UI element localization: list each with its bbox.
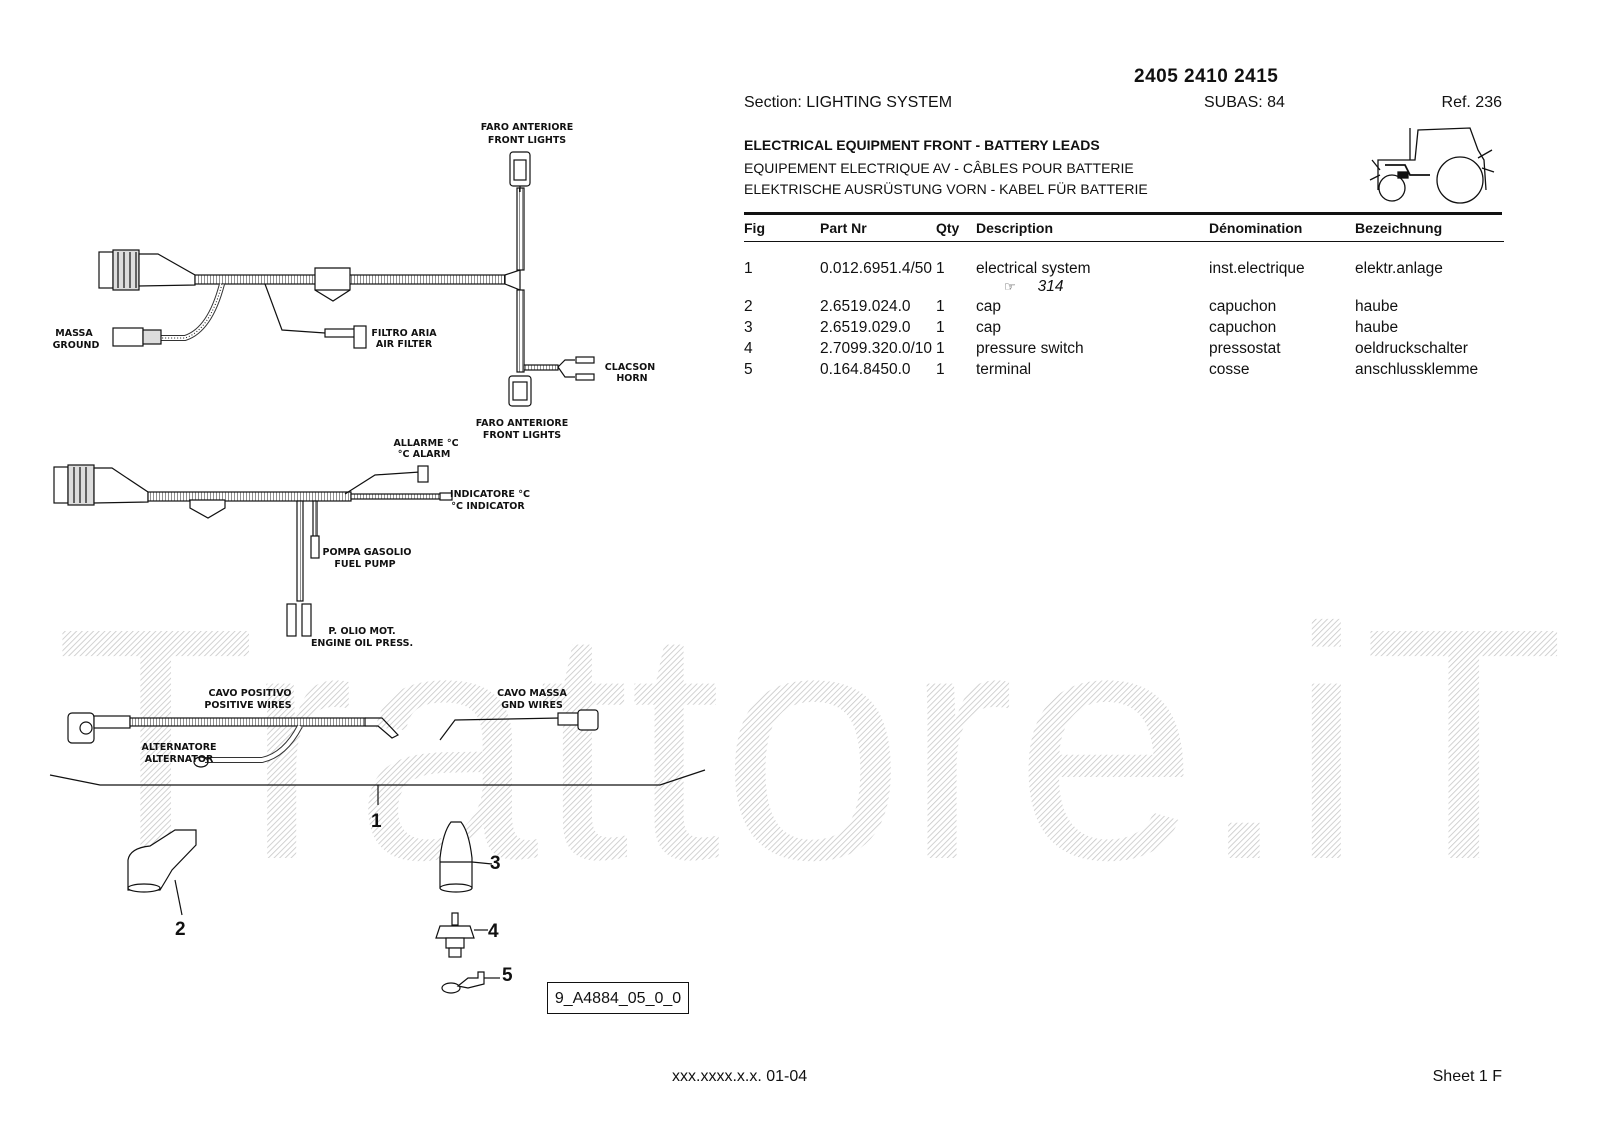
label-fuel-pump: POMPA GASOLIO (323, 547, 412, 558)
col-fig: Fig (744, 220, 765, 236)
battery-cables (49, 709, 706, 805)
cell-bez: haube (1355, 298, 1399, 315)
title-french: EQUIPEMENT ELECTRIQUE AV - CÂBLES POUR B… (744, 160, 1134, 176)
table-row: 1 0.012.6951.4/50 1 electrical system ☞ 3… (744, 260, 1504, 298)
col-bezeichnung: Bezeichnung (1355, 220, 1443, 236)
cell-desc: pressure switch (976, 340, 1084, 357)
cell-desc-text: electrical system (976, 260, 1091, 277)
hand-pointer-icon: ☞ (1004, 279, 1016, 294)
label-horn-en: HORN (616, 373, 647, 384)
ref-number: Ref. 236 (1441, 94, 1502, 111)
cell-bez: elektr.anlage (1355, 260, 1443, 277)
watermark: Trattore.iT (55, 559, 1565, 928)
cell-desc: terminal (976, 361, 1032, 378)
cell-part: 2.7099.320.0/10 (820, 340, 933, 357)
cell-bez: oeldruckschalter (1355, 340, 1468, 357)
table-row: 5 0.164.8450.0 1 terminal cosse anschlus… (744, 361, 1504, 382)
cell-desc: cap (976, 319, 1001, 336)
cell-qty: 1 (936, 260, 945, 277)
label-front-lights-top-en: FRONT LIGHTS (488, 135, 566, 146)
cell-qty: 1 (936, 298, 945, 315)
cell-fig: 1 (744, 260, 753, 277)
harness-engine-sensors (53, 464, 453, 637)
footer-sheet: Sheet 1 F (1432, 1068, 1502, 1085)
cross-ref-page: 314 (1037, 278, 1064, 295)
label-positive-wires-en: POSITIVE WIRES (204, 700, 291, 711)
cell-fig: 5 (744, 361, 753, 378)
table-row: 4 2.7099.320.0/10 1 pressure switch pres… (744, 340, 1504, 361)
parts-table: Fig Part Nr Qty Description Dénomination… (744, 220, 1504, 382)
label-front-lights-bottom: FARO ANTERIORE (476, 418, 568, 429)
callout-4: 4 (488, 921, 499, 942)
tractor-icon (1369, 127, 1495, 204)
label-oil-press: P. OLIO MOT. (328, 626, 395, 637)
label-indicator-en: °C INDICATOR (451, 501, 525, 512)
table-top-rule (744, 212, 1502, 215)
cell-bez: anschlussklemme (1355, 361, 1479, 378)
header-rule (744, 241, 1504, 242)
cell-qty: 1 (936, 319, 945, 336)
cell-part: 0.164.8450.0 (820, 361, 911, 378)
col-description: Description (976, 220, 1054, 236)
label-positive-wires: CAVO POSITIVO (209, 688, 292, 699)
cell-qty: 1 (936, 361, 945, 378)
table-row: 2 2.6519.024.0 1 cap capuchon haube (744, 298, 1504, 319)
label-alternator: ALTERNATORE (141, 742, 216, 753)
label-indicator: INDICATORE °C (450, 489, 530, 500)
cell-bez: haube (1355, 319, 1399, 336)
label-alarm-en: °C ALARM (398, 449, 451, 460)
cell-part: 2.6519.029.0 (820, 319, 911, 336)
label-ground-en: GROUND (53, 340, 100, 351)
section-title: Section: LIGHTING SYSTEM (744, 94, 953, 111)
label-horn: CLACSON (605, 362, 655, 373)
table-header-row: Fig Part Nr Qty Description Dénomination… (744, 220, 1504, 242)
label-fuel-pump-en: FUEL PUMP (334, 559, 395, 570)
cell-denom: pressostat (1209, 340, 1281, 357)
label-front-lights-bottom-en: FRONT LIGHTS (483, 430, 561, 441)
footer-doc-code: xxx.xxxx.x.x. 01-04 (672, 1068, 808, 1085)
cell-fig: 2 (744, 298, 753, 315)
title-english: ELECTRICAL EQUIPMENT FRONT - BATTERY LEA… (744, 137, 1100, 153)
model-numbers: 2405 2410 2415 (1134, 66, 1279, 87)
part-cap-3 (439, 821, 493, 893)
title-german: ELEKTRISCHE AUSRÜSTUNG VORN - KABEL FÜR … (744, 181, 1148, 197)
cell-desc: electrical system ☞ 314 (976, 260, 1209, 298)
label-gnd-wires-en: GND WIRES (501, 700, 563, 711)
callout-5: 5 (502, 965, 513, 986)
cell-denom: capuchon (1209, 319, 1277, 336)
label-gnd-wires: CAVO MASSA (497, 688, 567, 699)
label-oil-press-en: ENGINE OIL PRESS. (311, 638, 413, 649)
label-front-lights-top: FARO ANTERIORE (481, 122, 573, 133)
col-denomination: Dénomination (1209, 220, 1303, 236)
cell-denom: inst.electrique (1209, 260, 1305, 277)
callout-2: 2 (175, 919, 186, 940)
label-alarm: ALLARME °C (393, 438, 458, 449)
label-air-filter: FILTRO ARIA (371, 328, 437, 339)
col-part-nr: Part Nr (820, 220, 867, 236)
cell-fig: 4 (744, 340, 753, 357)
cell-fig: 3 (744, 319, 753, 336)
callout-3: 3 (490, 853, 501, 874)
label-ground: MASSA (55, 328, 93, 339)
part-cap-2 (127, 829, 197, 916)
label-alternator-en: ALTERNATOR (145, 754, 214, 765)
col-qty: Qty (936, 220, 960, 236)
figure-code: 9_A4884_05_0_0 (547, 982, 689, 1014)
table-row: 3 2.6519.029.0 1 cap capuchon haube (744, 319, 1504, 340)
cell-part: 2.6519.024.0 (820, 298, 911, 315)
callout-1: 1 (371, 811, 382, 832)
cross-ref-note[interactable]: ☞ 314 (976, 278, 1209, 298)
part-pressure-switch-4 (435, 912, 488, 958)
part-terminal-5 (441, 971, 500, 994)
cell-qty: 1 (936, 340, 945, 357)
harness-front-lights (98, 151, 595, 407)
cell-denom: cosse (1209, 361, 1250, 378)
label-air-filter-en: AIR FILTER (376, 339, 433, 350)
subas-code: SUBAS: 84 (1204, 94, 1285, 111)
cell-denom: capuchon (1209, 298, 1277, 315)
cell-part: 0.012.6951.4/50 (820, 260, 933, 277)
cell-desc: cap (976, 298, 1001, 315)
